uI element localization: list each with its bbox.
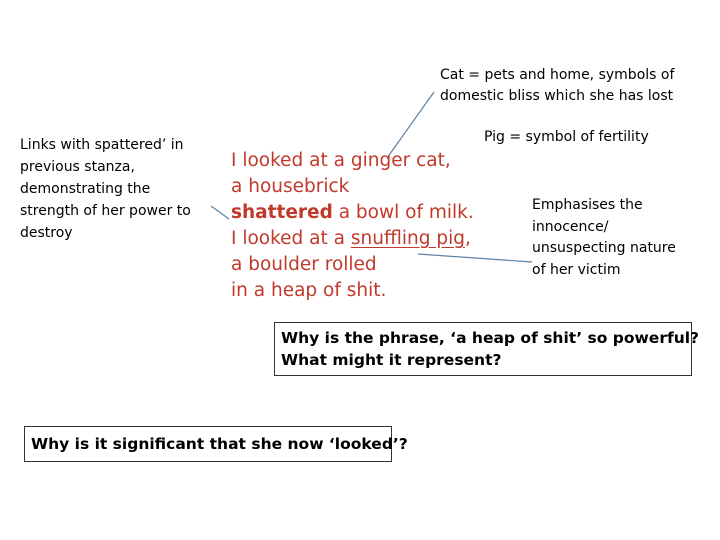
poem-phrase-snuffling-pig: snuffling pig: [350, 228, 465, 249]
annotation-links-line-4: strength of her power to: [20, 203, 191, 219]
annotation-cat-line-2: domestic bliss which she has lost: [440, 88, 674, 104]
annotation-emphasises-line-1: Emphasises the: [532, 197, 643, 213]
poem-line-3: shattered a bowl of milk.: [231, 200, 491, 226]
poem-line-3-rest: a bowl of milk.: [332, 202, 474, 223]
poem-line-6: in a heap of shit.: [231, 280, 387, 301]
annotation-cat-line-1: Cat = pets and home, symbols of: [440, 67, 675, 83]
poem-excerpt: I looked at a ginger cat, a housebrick s…: [231, 148, 491, 304]
connector-links-line: [210, 205, 230, 220]
annotation-emphasises: Emphasises the innocence/ unsuspecting n…: [532, 195, 676, 281]
question-box-looked: Why is it significant that she now ‘look…: [24, 426, 408, 462]
annotation-links-line-5: destroy: [20, 225, 73, 241]
annotation-links-line-3: demonstrating the: [20, 181, 151, 197]
annotation-emphasises-line-4: of her victim: [532, 261, 621, 278]
connector-pig-line: [417, 253, 533, 263]
poem-line-2: a housebrick: [231, 176, 350, 197]
poem-line-4-post: ,: [464, 228, 471, 249]
annotation-emphasises-line-3: unsuspecting nature: [532, 240, 676, 256]
annotation-pig-text: Pig = symbol of fertility: [484, 129, 649, 145]
poem-line-4-pre: I looked at a: [231, 228, 351, 249]
question-heap-line-1: Why is the phrase, ‘a heap of shit’ so p…: [281, 329, 700, 347]
question-heap-line-2: What might it represent?: [281, 351, 502, 369]
annotation-links-line-1: Links with spattered’ in: [20, 137, 184, 153]
annotation-links-line-2: previous stanza,: [20, 159, 135, 175]
poem-line-1: I looked at a ginger cat,: [231, 150, 451, 171]
annotation-pig: Pig = symbol of fertility: [484, 127, 649, 148]
poem-word-shattered: shattered: [231, 202, 333, 223]
annotation-cat: Cat = pets and home, symbols of domestic…: [440, 65, 674, 107]
annotation-emphasises-line-2: innocence/: [532, 218, 609, 235]
connector-cat-line: [386, 91, 435, 159]
question-looked-text: Why is it significant that she now ‘look…: [31, 435, 408, 453]
annotation-links: Links with spattered’ in previous stanza…: [20, 134, 191, 244]
poem-line-4: I looked at a snuffling pig,: [231, 226, 491, 252]
poem-line-5: a boulder rolled: [231, 254, 377, 275]
question-box-heap: Why is the phrase, ‘a heap of shit’ so p…: [274, 322, 700, 376]
